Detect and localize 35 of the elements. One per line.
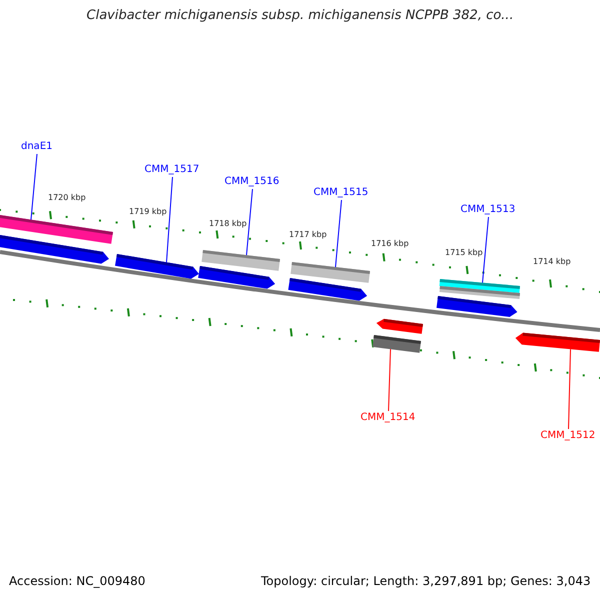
gene-label: CMM_1515 (314, 187, 368, 199)
gene-label: CMM_1514 (360, 412, 416, 424)
footer-text: Accession: NC_009480 (9, 575, 146, 587)
leader-line (568, 348, 571, 430)
gene-feature (288, 278, 368, 301)
gene-label: CMM_1513 (460, 204, 516, 216)
leader-line (482, 216, 489, 284)
leader-line (335, 200, 342, 268)
leader-line (30, 154, 38, 220)
gene-label: CMM_1517 (144, 164, 200, 176)
scale-label: 1720 kbp (48, 193, 86, 203)
scale-label: 1719 kbp (129, 207, 167, 217)
leader-line (388, 348, 391, 412)
gene-label: dnaE1 (21, 141, 52, 153)
gene-feature (376, 318, 423, 334)
gene-label: CMM_1516 (224, 176, 280, 188)
scale-label: 1715 kbp (445, 248, 483, 258)
gene-feature (0, 235, 109, 264)
gene-bar (440, 286, 520, 299)
scale-label: 1716 kbp (371, 239, 409, 249)
gene-label: CMM_1512 (540, 430, 596, 442)
title: Clavibacter michiganensis subsp. michiganensis NCPPB 382, co... (86, 10, 514, 22)
scale-label: 1718 kbp (209, 219, 247, 229)
gene-feature (115, 254, 199, 279)
leader-line (166, 176, 173, 263)
footer-text: Topology: circular; Length: 3,297,891 bp; Genes: 3,043 (261, 575, 591, 587)
gene-feature (198, 266, 276, 289)
gene-feature (436, 296, 518, 317)
gene-bar (372, 335, 421, 353)
leader-line (246, 188, 253, 256)
gene-feature (515, 332, 600, 352)
gene-bar (290, 262, 370, 283)
scale-label: 1714 kbp (533, 257, 571, 267)
scale-label: 1717 kbp (289, 230, 327, 240)
gene-bar (202, 250, 280, 271)
